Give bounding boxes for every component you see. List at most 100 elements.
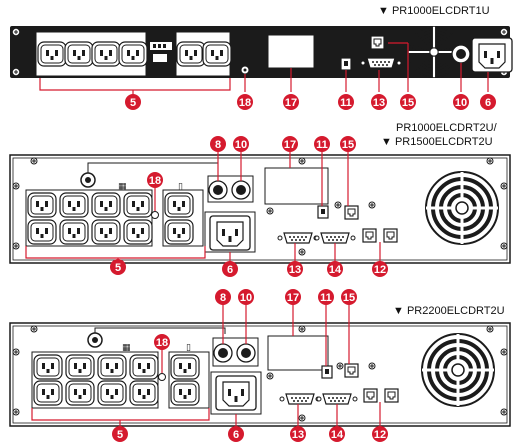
svg-text:5: 5 [130,97,136,109]
output-outlet [123,192,153,218]
ac-inlet [471,37,513,73]
svg-text:6: 6 [485,97,491,109]
output-outlet [65,380,95,406]
ac-inlet [209,215,251,251]
callout: 12 [372,426,388,442]
breaker [236,343,256,363]
callout: 17 [283,94,299,110]
callout: 10 [233,136,249,152]
svg-text:12: 12 [374,429,386,441]
svg-text:8: 8 [220,292,226,304]
callout: 18 [147,172,163,188]
svg-text:17: 17 [285,97,297,109]
network-slot [267,34,315,69]
svg-text:13: 13 [292,429,304,441]
breaker [213,343,233,363]
outlet-group-icon: ▦ [122,343,131,353]
breaker [208,180,228,200]
outlet-group-icon: ▦ [118,182,127,192]
svg-text:11: 11 [316,139,328,151]
rj45-port [384,388,399,403]
rj45-port [370,35,385,50]
callout: 18 [237,94,253,110]
svg-text:11: 11 [340,97,352,109]
network-slot [267,335,329,371]
callout: 5 [125,94,141,110]
outlet-group-icon: ▯ [178,182,183,192]
svg-text:10: 10 [235,139,247,151]
svg-text:18: 18 [239,97,251,109]
model-label-2u-a-line2: ▼ PR1500ELCDRT2U [381,136,493,148]
callout: 8 [215,289,231,305]
svg-text:8: 8 [215,139,221,151]
callout: 11 [314,136,330,152]
svg-text:5: 5 [115,262,121,274]
callout: 14 [327,261,343,277]
svg-text:14: 14 [329,264,342,276]
output-outlet [123,219,153,245]
callout: 5 [110,259,126,275]
output-outlet [33,380,63,406]
svg-text:11: 11 [320,292,332,304]
ground-screw [151,211,159,219]
output-outlet [37,41,67,67]
callout: 15 [400,94,416,110]
outlet-group-icon: ▯ [186,343,191,353]
output-outlet [170,380,200,406]
output-outlet [91,192,121,218]
usb-port [317,205,329,219]
output-outlet [91,219,121,245]
output-outlet [164,192,194,218]
breaker [231,180,251,200]
callout: 18 [154,334,170,350]
svg-text:13: 13 [289,264,301,276]
output-outlet [129,380,159,406]
output-outlet [59,192,89,218]
network-slot [264,167,329,205]
ground-screw [158,373,166,381]
model-label-2u-b: ▼ PR2200ELCDRT2U [393,305,505,317]
callout: 11 [338,94,354,110]
ac-inlet [215,375,257,411]
callout: 13 [371,94,387,110]
svg-text:6: 6 [227,264,233,276]
panel-2u-a: PR1000ELCDRT2U/ ▼ PR1500ELCDRT2U ▦ ▯ [9,122,511,277]
output-outlet [202,41,232,67]
callout: 10 [453,94,469,110]
svg-text:15: 15 [342,139,354,151]
svg-text:14: 14 [331,429,344,441]
svg-text:6: 6 [233,429,239,441]
output-outlet [27,219,57,245]
breaker [451,44,471,64]
output-outlet [164,219,194,245]
svg-text:15: 15 [343,292,355,304]
svg-text:5: 5 [117,429,123,441]
output-outlet [176,41,206,67]
fan [420,332,496,408]
output-outlet [27,192,57,218]
output-outlet [129,354,159,380]
usb-port [340,57,352,71]
svg-text:17: 17 [284,139,296,151]
model-label-2u-a-line1: PR1000ELCDRT2U/ [396,122,498,134]
output-outlet [97,380,127,406]
callout: 6 [222,261,238,277]
rj45-port [362,228,377,243]
rj45-port [383,228,398,243]
panel-2u-b: ▼ PR2200ELCDRT2U ▦ ▯ [9,289,511,442]
rj45-port [363,388,378,403]
callout: 17 [285,289,301,305]
callout: 10 [238,289,254,305]
panel-1u: ▼ PR1000ELCDRT1U [10,5,513,110]
callout: 15 [341,289,357,305]
callout: 12 [372,261,388,277]
output-outlet [118,41,148,67]
svg-text:10: 10 [455,97,467,109]
svg-text:18: 18 [156,337,168,349]
callout: 13 [290,426,306,442]
rj45-port [344,205,359,220]
svg-text:10: 10 [240,292,252,304]
callout: 6 [480,94,496,110]
svg-text:13: 13 [373,97,385,109]
